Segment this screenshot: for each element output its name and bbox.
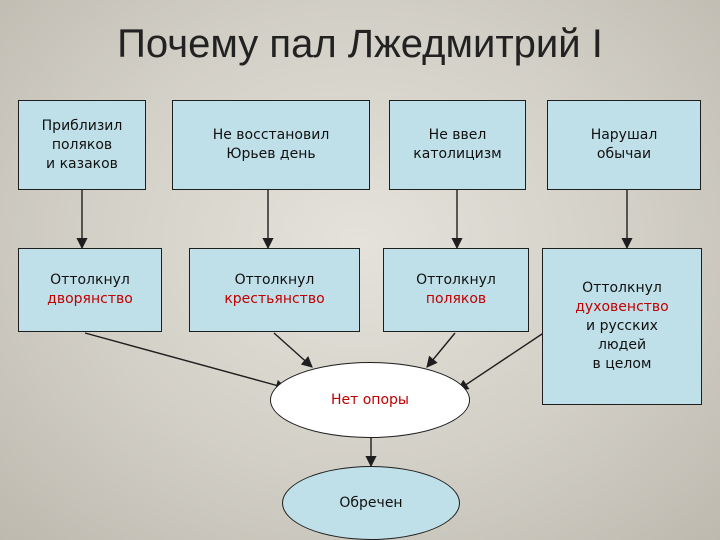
effect-box-nobility: Оттолкнул дворянство	[18, 248, 162, 332]
effect-box-poles: Оттолкнул поляков	[383, 248, 529, 332]
arrow-effect-2	[273, 332, 313, 368]
cause-box-yuriev-day: Не восстановил Юрьев день	[172, 100, 370, 190]
effect-box-peasantry: Оттолкнул крестьянство	[189, 248, 360, 332]
arrow-effect-1	[84, 332, 288, 391]
cause-box-customs: Нарушал обычаи	[547, 100, 701, 190]
result-ellipse-no-support: Нет опоры	[270, 362, 470, 438]
arrow-effect-3	[426, 332, 456, 368]
outcome-ellipse-doomed: Обречен	[282, 466, 460, 540]
cause-box-catholicism: Не ввел католицизм	[389, 100, 526, 190]
arrow-effect-4	[457, 331, 546, 391]
effect-box-clergy: Оттолкнул духовенство и русских людей в …	[542, 248, 702, 405]
cause-box-poles-cossacks: Приблизил поляков и казаков	[18, 100, 146, 190]
page-title: Почему пал Лжедмитрий I	[117, 22, 603, 66]
